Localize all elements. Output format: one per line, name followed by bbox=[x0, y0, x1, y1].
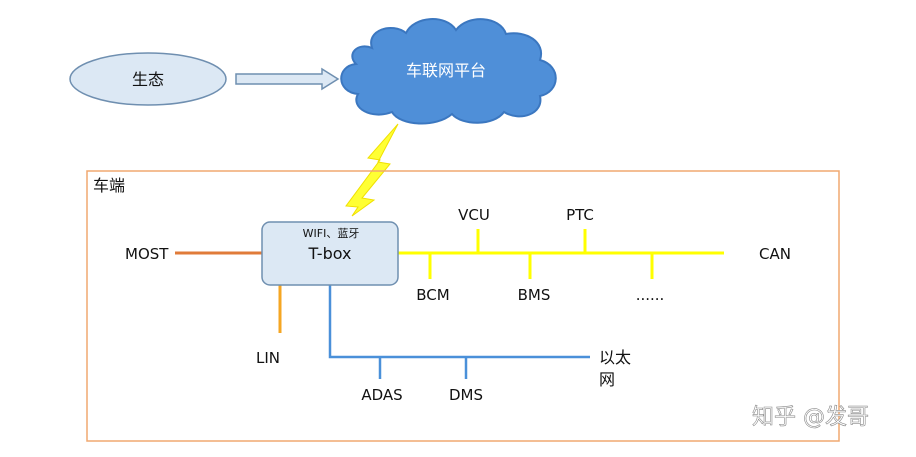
wireless-link-lightning-icon bbox=[345, 123, 399, 217]
watermark: 知乎 @发哥 bbox=[752, 405, 869, 430]
ecosystem-to-cloud-arrow bbox=[235, 67, 340, 91]
most-label: MOST bbox=[125, 245, 169, 263]
tbox-wireless-label: WIFI、蓝牙 bbox=[303, 227, 360, 240]
bcm-label: BCM bbox=[416, 286, 449, 304]
lin-label: LIN bbox=[256, 349, 280, 367]
ptc-label: PTC bbox=[566, 206, 594, 224]
cloud-label: 车联网平台 bbox=[406, 61, 486, 80]
ethernet-label-line2: 网 bbox=[599, 370, 615, 389]
dms-label: DMS bbox=[449, 386, 483, 404]
adas-label: ADAS bbox=[361, 386, 402, 404]
can-bus bbox=[398, 229, 724, 279]
vehicle-label: 车端 bbox=[93, 176, 125, 195]
ecosystem-node bbox=[69, 52, 227, 106]
ecosystem-label: 生态 bbox=[132, 70, 164, 89]
more-nodes-label: ...... bbox=[636, 286, 665, 304]
ethernet-label-line1: 以太 bbox=[599, 348, 631, 367]
ethernet-bus bbox=[328, 285, 590, 379]
tbox-label: T-box bbox=[308, 244, 352, 263]
vehicle-frame bbox=[86, 170, 840, 442]
bms-label: BMS bbox=[518, 286, 551, 304]
tbox-node bbox=[261, 221, 399, 286]
can-label: CAN bbox=[759, 245, 791, 263]
vcu-label: VCU bbox=[458, 206, 490, 224]
cloud-platform-node bbox=[340, 18, 557, 125]
